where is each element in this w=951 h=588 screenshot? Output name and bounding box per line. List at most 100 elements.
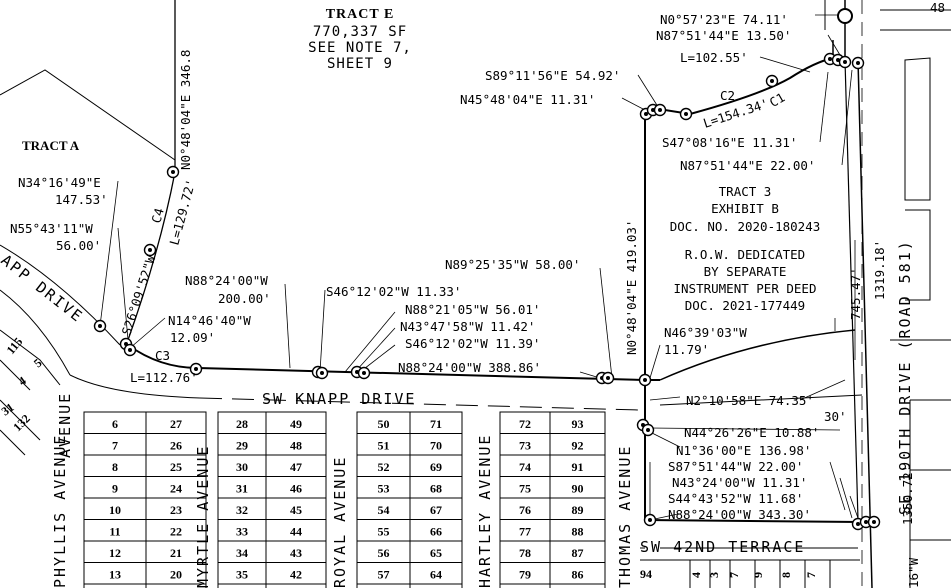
lot-number: 115: [4, 335, 26, 357]
bearing-n87-51-44-top: N87°51'44"E 13.50': [656, 28, 791, 43]
bearing-n89-25-35: N89°25'35"W 58.00': [445, 257, 580, 272]
bearing-n0-57-23: N0°57'23"E 74.11': [660, 12, 788, 27]
survey-monument: [838, 55, 852, 69]
tract-e-label: TRACT E 770,337 SF SEE NOTE 7, SHEET 9: [308, 7, 412, 72]
lot-number: 32: [236, 503, 248, 517]
partial-48: 48: [930, 0, 945, 15]
survey-monument: [143, 243, 157, 257]
survey-monument: [357, 366, 371, 380]
lot-number: 68: [430, 482, 442, 496]
survey-monument: [851, 56, 865, 70]
lot-number: 42: [290, 568, 302, 582]
lot-number: 77: [519, 525, 531, 539]
tract-a-label: TRACT A: [22, 138, 80, 153]
lot-number: 69: [430, 460, 442, 474]
lot-number: 89: [572, 503, 584, 517]
curve-c1: C1: [767, 90, 788, 111]
tract-3-doc: DOC. NO. 2020-180243: [670, 219, 821, 234]
bearing-s44-43-52: S44°43'52"W 11.68': [668, 491, 803, 506]
bearing-n45-48-04: N45°48'04"E 11.31': [460, 92, 595, 107]
lot-number: 31: [236, 482, 248, 496]
bearing-n87-51-44-mid: N87°51'44"E 22.00': [680, 158, 815, 173]
tract-3-label: TRACT 3 EXHIBIT B DOC. NO. 2020-180243 R…: [670, 184, 821, 313]
lot-number: 28: [236, 417, 248, 431]
control-point: [837, 8, 853, 24]
survey-monument: [123, 343, 137, 357]
lot-number: 78: [519, 546, 531, 560]
lot-number: 8: [112, 460, 118, 474]
lot-number: 54: [378, 503, 390, 517]
lot-number: 4: [689, 572, 703, 578]
lot-number: 35: [236, 568, 248, 582]
lot-number: 25: [170, 460, 182, 474]
lot-number: 24: [170, 482, 182, 496]
survey-monument: [601, 371, 615, 385]
tract-e-note: SEE NOTE 7,: [308, 40, 412, 56]
lot-number: 20: [170, 568, 182, 582]
row-note-2: BY SEPARATE: [704, 264, 787, 279]
left-lot-lines: [0, 329, 61, 456]
lot-number: 29: [236, 439, 248, 453]
lot-number: 3: [707, 572, 721, 578]
lot-number: 46: [290, 482, 302, 496]
bearing-n0-48-04-tract-e: N0°48'04"E 346.8: [178, 50, 193, 170]
bearing-n55-43-11: N55°43'11"W: [10, 221, 93, 236]
row-note-1: R.O.W. DEDICATED: [685, 247, 805, 262]
lot-number: 9: [112, 482, 118, 496]
lot-number: 7: [727, 572, 741, 578]
bottom-right-lot-lines: [640, 559, 860, 588]
survey-monument: [641, 423, 655, 437]
lot-number: 43: [290, 546, 302, 560]
survey-monument: [679, 107, 693, 121]
tract-e-title: TRACT E: [326, 7, 395, 22]
lot-number: 72: [519, 417, 531, 431]
survey-monument: [643, 513, 657, 527]
lot-number: 71: [430, 417, 442, 431]
dist-56-00: 56.00': [56, 238, 101, 253]
lot-number: 52: [378, 460, 390, 474]
bearing-n43-47-58: N43°47'58"W 11.42': [400, 319, 535, 334]
survey-monument: [166, 165, 180, 179]
lot-number: 79: [519, 568, 531, 582]
lot-number: 13: [109, 568, 121, 582]
bearing-n88-24-00-200: N88°24'00"W: [185, 273, 268, 288]
bearing-n88-24-00-343: N88°24'00"W 343.30': [668, 507, 811, 522]
lot-number: 88: [572, 525, 584, 539]
lot-number: 67: [430, 503, 442, 517]
curve-length-c3: L=112.76': [130, 370, 198, 385]
road-sw-42nd-terrace: SW 42ND TERRACE: [640, 538, 805, 556]
lot-number: 50: [378, 417, 390, 431]
survey-monument: [93, 319, 107, 333]
lot-number: 10: [109, 503, 121, 517]
row-note-3: INSTRUMENT PER DEED: [674, 281, 817, 296]
survey-monument: [765, 74, 779, 88]
lot-number: 48: [290, 439, 302, 453]
lot-block-column: [265, 411, 327, 588]
lot-number: 66: [430, 525, 442, 539]
partial-16w: 16"W: [906, 557, 921, 588]
lot-blocks: [0, 329, 860, 588]
bearing-s46-12-02-a: S46°12'02"W 11.33': [326, 284, 461, 299]
lot-number: 65: [430, 546, 442, 560]
lot-number: 45: [290, 503, 302, 517]
lot-block-column: [409, 411, 463, 588]
lot-number: 47: [290, 460, 302, 474]
lot-number: 70: [430, 439, 442, 453]
lot-number: 56: [378, 546, 390, 560]
lot-number: 75: [519, 482, 531, 496]
bearing-n34-16-49: N34°16'49"E: [18, 175, 101, 190]
lot-number: 34: [236, 546, 248, 560]
lot-number: 12: [109, 546, 121, 560]
lot-number: 86: [572, 568, 584, 582]
lot-number: 7: [804, 572, 818, 578]
lot-number: 51: [378, 439, 390, 453]
curve-c2: C2: [720, 88, 735, 103]
lot-number: 57: [378, 568, 390, 582]
row-note-4: DOC. 2021-177449: [685, 298, 805, 313]
road-thomas: THOMAS AVENUE: [616, 445, 634, 588]
road-se-190th: SE 190TH DRIVE (ROAD 581): [896, 239, 914, 515]
lot-number: 8: [779, 572, 793, 578]
dist-11-79: 11.79': [664, 342, 709, 357]
lot-number: 4: [16, 374, 29, 389]
